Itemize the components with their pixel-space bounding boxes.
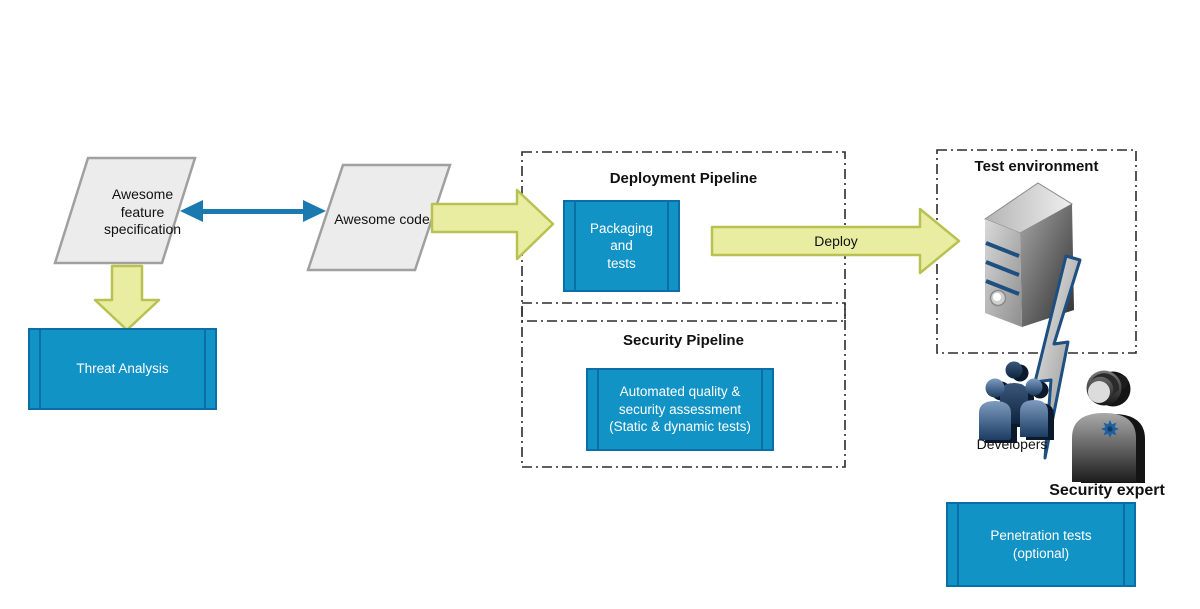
security-expert-label: Security expert [1049, 482, 1165, 499]
deploy-label: Deploy [814, 233, 858, 249]
automated-assessment-box: Automated quality & security assessment … [586, 368, 774, 451]
developers-label: Developers [976, 436, 1048, 452]
penetration-tests-box: Penetration tests (optional) [946, 502, 1136, 587]
spec-code-link-arrow [180, 200, 326, 222]
security-pipeline-title: Security Pipeline [623, 332, 744, 349]
packaging-tests-box: Packaging and tests [563, 200, 680, 292]
code-to-pipeline-arrow [430, 188, 555, 261]
developers-icon [979, 361, 1054, 443]
deployment-pipeline-title: Deployment Pipeline [609, 170, 758, 187]
test-environment-title: Test environment [974, 158, 1099, 175]
feature-spec-label: Awesome feature specification [103, 186, 182, 237]
spec-to-threat-arrow [93, 264, 161, 332]
security-pipeline-container [521, 302, 846, 468]
awesome-code-shape [306, 163, 452, 272]
security-expert-icon [1072, 370, 1145, 483]
awesome-code-label: Awesome code [334, 211, 430, 227]
deploy-arrow [710, 207, 961, 275]
feature-spec-shape [53, 156, 197, 265]
threat-analysis-box: Threat Analysis [28, 328, 217, 410]
